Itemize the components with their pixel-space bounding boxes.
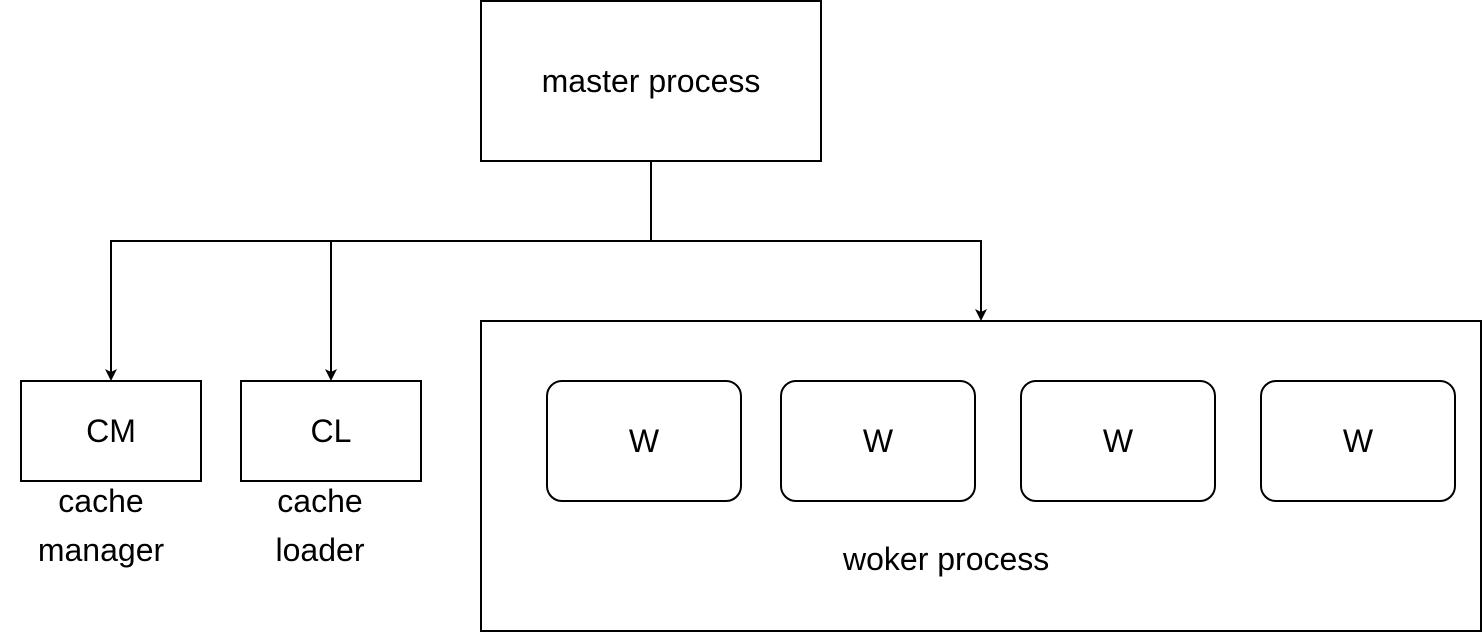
worker-label-3: W: [1102, 423, 1134, 459]
cache-loader-caption-line-1: cache: [277, 483, 363, 519]
worker-label-4: W: [1342, 423, 1374, 459]
cache-manager-caption-line-2: manager: [37, 532, 165, 569]
master-process-label: master process: [541, 63, 761, 99]
worker-label-2: W: [862, 423, 894, 459]
edge-master-to-worker-group: [651, 240, 987, 321]
worker-process-label: woker process: [843, 543, 1049, 575]
cache-manager-caption: cache manager: [20, 474, 182, 578]
cache-manager-abbrev: CM: [86, 413, 136, 449]
master-process-node: master process: [480, 0, 822, 162]
cache-loader-node: CL: [240, 380, 422, 482]
cache-loader-caption-line-2: loader: [275, 532, 365, 569]
cache-loader-caption: cache loader: [260, 474, 380, 578]
worker-node-2: W: [780, 380, 976, 502]
cache-manager-node: CM: [20, 380, 202, 482]
cache-manager-caption-line-1: cache: [58, 483, 144, 519]
cache-loader-abbrev: CL: [310, 413, 352, 449]
worker-label-1: W: [628, 423, 660, 459]
worker-node-4: W: [1260, 380, 1456, 502]
worker-node-3: W: [1020, 380, 1216, 502]
worker-process-label-text: woker process: [843, 541, 1050, 577]
worker-node-1: W: [546, 380, 742, 502]
